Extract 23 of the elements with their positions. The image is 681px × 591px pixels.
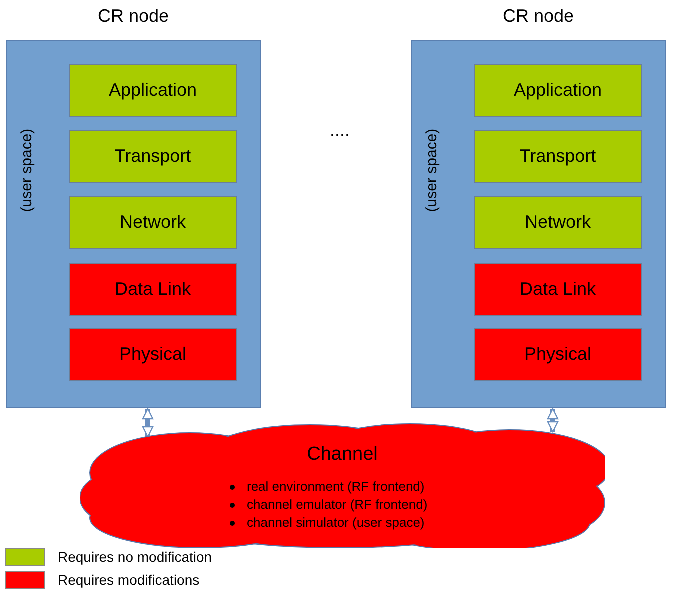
layer-box: Data Link — [474, 263, 642, 316]
node-title: CR node — [96, 6, 170, 27]
layer-box: Data Link — [69, 263, 237, 316]
layer-box: Application — [69, 64, 237, 117]
cloud-title: Channel — [306, 444, 379, 466]
node-title: CR node — [502, 6, 576, 27]
bullet-text: channel simulator (user space) — [247, 515, 425, 530]
double-arrow — [547, 408, 559, 433]
bullet-text: real environment (RF frontend) — [247, 479, 425, 494]
layer-box: Application — [474, 64, 642, 117]
double-arrow — [142, 408, 154, 438]
layer-box: Network — [474, 196, 642, 249]
ellipsis-text: .... — [330, 120, 350, 141]
side-note: (user space) — [424, 128, 440, 214]
layer-box: Transport — [69, 130, 237, 183]
side-note: (user space) — [18, 128, 36, 214]
layer-box: Physical — [69, 328, 237, 381]
bullet-text: channel emulator (RF frontend) — [247, 497, 428, 512]
layer-box: Transport — [474, 130, 642, 183]
legend-text: Requires modifications — [58, 572, 200, 588]
layer-box: Physical — [474, 328, 642, 381]
layer-box: Network — [69, 196, 237, 249]
legend-text: Requires no modification — [58, 549, 212, 565]
